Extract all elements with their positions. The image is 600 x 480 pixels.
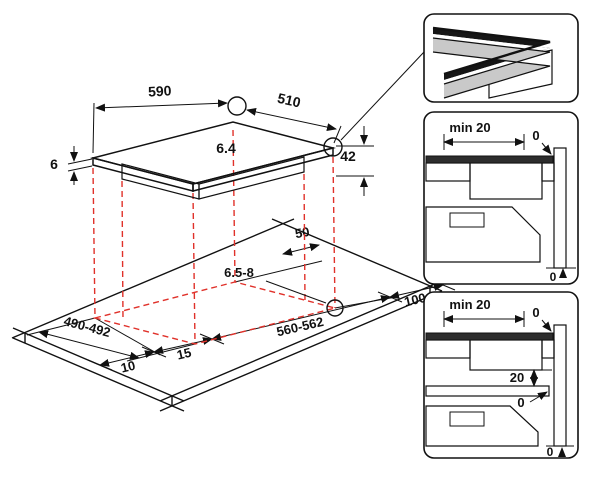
rear-clearance-dimension: 50 <box>234 224 323 283</box>
dim-line-front-offset <box>153 337 213 354</box>
cabinet-vent-detail <box>449 411 485 427</box>
glass-gap-detail <box>433 34 550 84</box>
hob-depth-label: 510 <box>276 90 303 111</box>
hob-edge-height-dimension: 6 <box>50 146 93 185</box>
wall-gap-bottom-label: 0 <box>550 270 557 284</box>
section-bottom-panel <box>423 291 579 459</box>
section-top-panel <box>423 111 579 285</box>
projection-line <box>303 173 306 303</box>
ext-line <box>234 260 323 283</box>
dim-line-hob-width <box>95 99 228 112</box>
shelf-wall-gap-label: 0 <box>517 395 524 410</box>
right-corner-circle <box>323 137 343 157</box>
glass-top-line <box>432 26 551 76</box>
projection-line <box>121 180 124 321</box>
projection-line <box>332 156 336 309</box>
cabinet-section <box>425 206 541 263</box>
front-offset-label: 15 <box>175 345 192 363</box>
flush-recess-callout: 6.5-8 <box>224 265 344 317</box>
glass-section <box>425 332 554 341</box>
min-clearance-label: min 20 <box>449 120 490 135</box>
hob-glass-edge-right <box>192 147 334 192</box>
ext-line <box>92 102 95 154</box>
rear-clearance-label: 50 <box>294 224 311 241</box>
projection-lines <box>92 129 338 345</box>
projection-line <box>192 192 196 345</box>
dim-arrow <box>541 142 552 155</box>
worktop-thickness-left <box>12 337 185 412</box>
corner-detail-content <box>432 26 553 99</box>
worktop-rear-right-edge <box>271 218 443 292</box>
front-margin-label: 10 <box>119 358 136 376</box>
dim-line-rear-clearance <box>282 243 320 256</box>
corner-callouts <box>227 51 425 157</box>
cutout-outline <box>92 281 338 345</box>
wall-gap-bottom-label: 0 <box>547 445 554 459</box>
leader-line <box>265 280 327 304</box>
top-corner-circle <box>227 96 247 116</box>
cutout-chain-dimensions: 10 15 560-562 100 <box>87 279 456 376</box>
glass-edge-detail <box>433 28 550 80</box>
worktop-top-line <box>432 37 551 85</box>
cabinet-vent-detail <box>449 212 485 228</box>
projection-line <box>92 167 96 319</box>
worktop-rear-left-edge <box>11 218 295 339</box>
section-bottom-content: min 20 0 20 0 0 <box>425 297 574 459</box>
hob-glass-edge-left <box>92 157 194 192</box>
cutout-depth-label: 490-492 <box>62 313 112 340</box>
worktop-edge-detail <box>433 38 550 98</box>
hob-width-dimension: 590 <box>92 82 228 154</box>
worktop-front-right-edge <box>159 280 443 402</box>
ext-line <box>67 165 93 172</box>
cutout-corner-circle <box>326 299 344 317</box>
section-top-content: min 20 0 0 <box>425 120 576 284</box>
glass-section <box>425 155 554 164</box>
wall-gap-top-label: 0 <box>532 128 539 143</box>
hob-depth-dimension: 510 <box>246 90 342 144</box>
min-clearance-label: min 20 <box>449 297 490 312</box>
ext-line <box>333 125 342 144</box>
hob-built-in-depth-dimension: 42 <box>336 126 374 196</box>
cabinet-section <box>425 405 539 447</box>
dim-arrow <box>541 319 552 332</box>
side-clearance-label: 100 <box>403 290 428 309</box>
dim-line-hob-depth <box>246 107 337 132</box>
shelf-clearance-label: 20 <box>510 370 524 385</box>
flush-recess-label: 6.5-8 <box>224 265 254 280</box>
edge-height-label: 6 <box>50 156 58 172</box>
shelf-section <box>425 385 550 397</box>
detail-leader-line <box>340 51 425 141</box>
hob-underbox-right-face <box>198 156 305 200</box>
projection-line <box>232 129 236 283</box>
wall-gap-top-label: 0 <box>532 305 539 320</box>
worktop-thickness-right <box>159 290 443 412</box>
dim-arrow <box>529 391 548 403</box>
glass-thickness-label: 6.4 <box>216 140 236 156</box>
worktop-bottom-line <box>432 51 551 99</box>
dim-line-side-clearance <box>389 283 444 299</box>
worktop-plane <box>11 218 443 412</box>
hob-glass-top <box>90 121 336 185</box>
hob-width-label: 590 <box>148 82 172 99</box>
ext-line <box>67 158 93 165</box>
hob-body: 6.4 <box>90 121 336 200</box>
built-in-depth-label: 42 <box>340 148 356 164</box>
dim-line-cutout-depth <box>38 330 140 360</box>
